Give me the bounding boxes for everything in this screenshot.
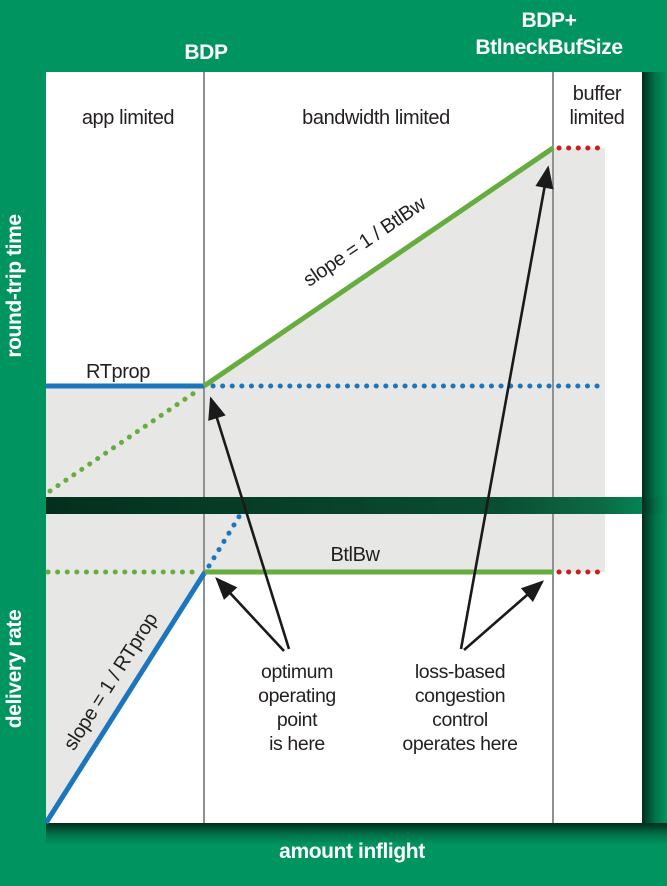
loss-annotation: loss-based congestion control operates h… [402,661,518,755]
optimum-line-3: point [277,709,318,731]
loss-line-3: control [432,709,488,731]
optimum-annotation: optimum operating point is here [258,661,336,755]
region-buffer-limited-line1: buffer [573,83,622,105]
bdp-plus-label-line1: BDP+ [521,9,576,32]
bdp-plus-label-line2: BtlneckBufSize [475,36,622,59]
bdp-label: BDP [184,41,228,64]
arrow-loss-to-delivery-edge [463,580,545,651]
delivery-ramp-line [43,570,208,825]
rtt-y-axis-label: round-trip time [3,214,26,357]
arrow-optimum-to-rtt-junction [208,396,291,650]
loss-line-1: loss-based [415,661,505,683]
optimum-line-4: is here [269,733,325,755]
loss-line-2: congestion [415,685,505,707]
rtt-green-dotted-extension [47,388,200,494]
bottom-shadow [46,823,667,845]
region-bandwidth-limited: bandwidth limited [302,107,450,129]
loss-line-4: operates here [402,733,517,755]
queue-delay-line [202,145,555,389]
right-shadow [642,72,667,823]
arrow-loss-to-rtt-peak [459,165,554,650]
rtprop-label: RTprop [86,361,150,383]
btlbw-label: BtlBw [330,544,380,566]
region-buffer-limited-line2: limited [570,107,625,129]
optimum-line-2: operating [258,685,336,707]
panel-gap-shadow [46,497,667,514]
delivery-shaded-region [46,514,605,823]
x-axis-label: amount inflight [279,840,425,863]
delivery-y-axis-label: delivery rate [3,610,26,729]
delivery-blue-dotted-extension [206,512,243,569]
arrow-optimum-to-delivery-junction [215,577,285,652]
optimum-line-1: optimum [261,661,333,683]
region-app-limited: app limited [82,107,174,129]
rtt-shaded-region [46,148,605,497]
